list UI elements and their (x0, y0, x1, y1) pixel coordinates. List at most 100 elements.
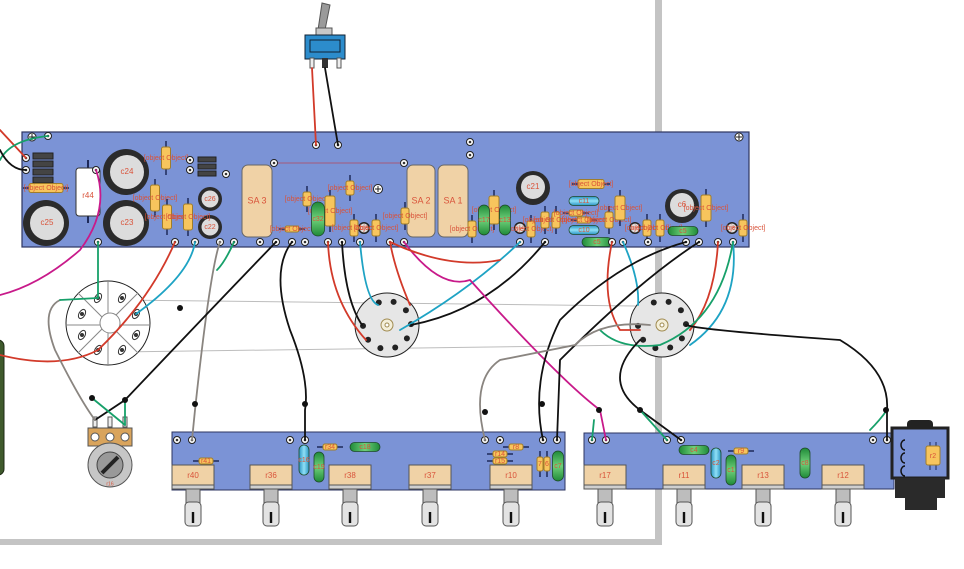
pot-r36[interactable]: r36 (249, 464, 293, 527)
tube-pin (392, 344, 399, 351)
tube-pin (667, 344, 674, 351)
wire (599, 241, 734, 347)
preamp-tube-socket-2 (629, 292, 695, 358)
tube-pin (652, 345, 659, 352)
resistor-r22-label: [object Object] (554, 210, 599, 217)
svg-text:r2: r2 (930, 453, 936, 460)
octal-tube-socket (65, 280, 151, 366)
transformer-edge (0, 339, 5, 476)
pot-r37[interactable]: r37 (408, 464, 452, 527)
filter-cap-c25: c25 (23, 200, 69, 246)
resistor-r7: 7 (536, 451, 544, 477)
wire (279, 241, 307, 441)
wire (639, 409, 668, 441)
solder-eyelet (496, 436, 504, 444)
cap-c16: c16 (298, 444, 310, 476)
solder-eyelet (173, 436, 181, 444)
solder-eyelet (186, 166, 194, 174)
wire (389, 241, 501, 264)
resistor-r20-label: [object Object] (562, 217, 607, 224)
resistor-r39: [object Object] (144, 141, 188, 175)
wire (685, 324, 888, 441)
pot-r17[interactable]: r17 (583, 464, 627, 527)
pot-r40[interactable]: r40 (171, 464, 215, 527)
resistor-r2: r2 (925, 442, 941, 470)
resistor-r33: [object Object] (285, 186, 329, 212)
wire-junction (637, 407, 643, 413)
wire (94, 241, 277, 421)
svg-text:c14: c14 (516, 225, 524, 231)
svg-text:c6: c6 (678, 200, 687, 209)
resistor-r46-label: [object Object] (24, 185, 69, 192)
svg-text:c9: c9 (632, 225, 638, 231)
svg-text:r44: r44 (82, 191, 94, 200)
resistor-r14-label: r14 (495, 451, 505, 458)
resistor-r45-label: [object Object] (145, 214, 190, 221)
pot-r40-label: r40 (187, 471, 199, 480)
resistor-r9-label: r9 (738, 448, 744, 455)
pot-r11[interactable]: r11 (662, 464, 706, 527)
cap-c18-label: c18 (359, 444, 370, 451)
wire (0, 149, 27, 171)
pot-r12[interactable]: r12 (821, 464, 865, 527)
power-toggle-switch[interactable] (304, 2, 346, 69)
cap-c11-label: c11 (579, 198, 590, 205)
socket-sa1: SA 1 (437, 164, 469, 238)
cap-c8: c8 (799, 447, 811, 479)
cap-c17: c17 (478, 204, 490, 236)
resistor-r42: [object Object] (166, 198, 210, 236)
cap-c10: c10 (568, 225, 600, 235)
cap-c2-label: c2 (712, 460, 720, 467)
pot-r38[interactable]: r38 (328, 464, 372, 527)
wire (389, 241, 411, 306)
pot-r13[interactable]: r13 (741, 464, 785, 527)
resistor-r15: r15 (487, 457, 513, 465)
cap-c11: c11 (568, 196, 600, 206)
cap-c16-label: c16 (298, 457, 309, 464)
side-potentiometer[interactable]: r16 (87, 416, 133, 488)
resistor-r6: 6 (543, 451, 551, 477)
resistor-r44: r44 (75, 160, 101, 223)
wire (622, 241, 640, 306)
tube-pin (678, 335, 685, 342)
resistor-r18: [object Object] (569, 179, 613, 189)
svg-text:c24: c24 (121, 167, 134, 176)
wire (327, 241, 367, 341)
resistor-r32: [object Object] (332, 214, 376, 242)
cap-c3: c3 (726, 222, 738, 234)
cap-c7-label: c7 (554, 463, 562, 470)
tube-pin (403, 335, 410, 342)
main-board: c25 c24 c23 c26 c22 c21 c6 c15 c14 c9 c3… (21, 131, 765, 248)
mounting-screw-icon (734, 132, 744, 142)
resistor-r25: [object Object] (472, 190, 516, 230)
wire (538, 241, 687, 441)
tube-pin (77, 329, 87, 341)
pot-r10[interactable]: r10 (489, 464, 533, 527)
resistor-r24-label: [object Object] (523, 217, 568, 224)
solder-eyelet (186, 156, 194, 164)
wire (479, 323, 651, 441)
chassis-outline (0, 0, 662, 545)
tube-pin (640, 336, 647, 343)
solder-eyelet (466, 151, 474, 159)
cap-c19: c19 (313, 451, 325, 483)
cap-c18: c18 (349, 442, 381, 452)
cap-c1-label: c1 (727, 467, 735, 474)
pot-r36-label: r36 (265, 471, 277, 480)
wire (403, 241, 607, 441)
cap-c7-main: c5 (667, 226, 699, 236)
output-jack[interactable]: r2 (890, 420, 950, 510)
filter-cap-c24: c24 (103, 149, 149, 195)
filter-cap-c6: c6 (665, 189, 699, 223)
mounting-screw-icon (373, 184, 383, 194)
cap-c2: c2 (710, 447, 722, 479)
wire (59, 297, 99, 301)
wire (399, 241, 521, 331)
socket-sa3: SA 3 (241, 164, 273, 238)
resistor-r28-label: [object Object] (383, 213, 428, 220)
tube-pin (650, 299, 657, 306)
filter-cap-c26: c26 (198, 187, 222, 211)
resistor-r19-label: [object Object] (598, 205, 643, 212)
